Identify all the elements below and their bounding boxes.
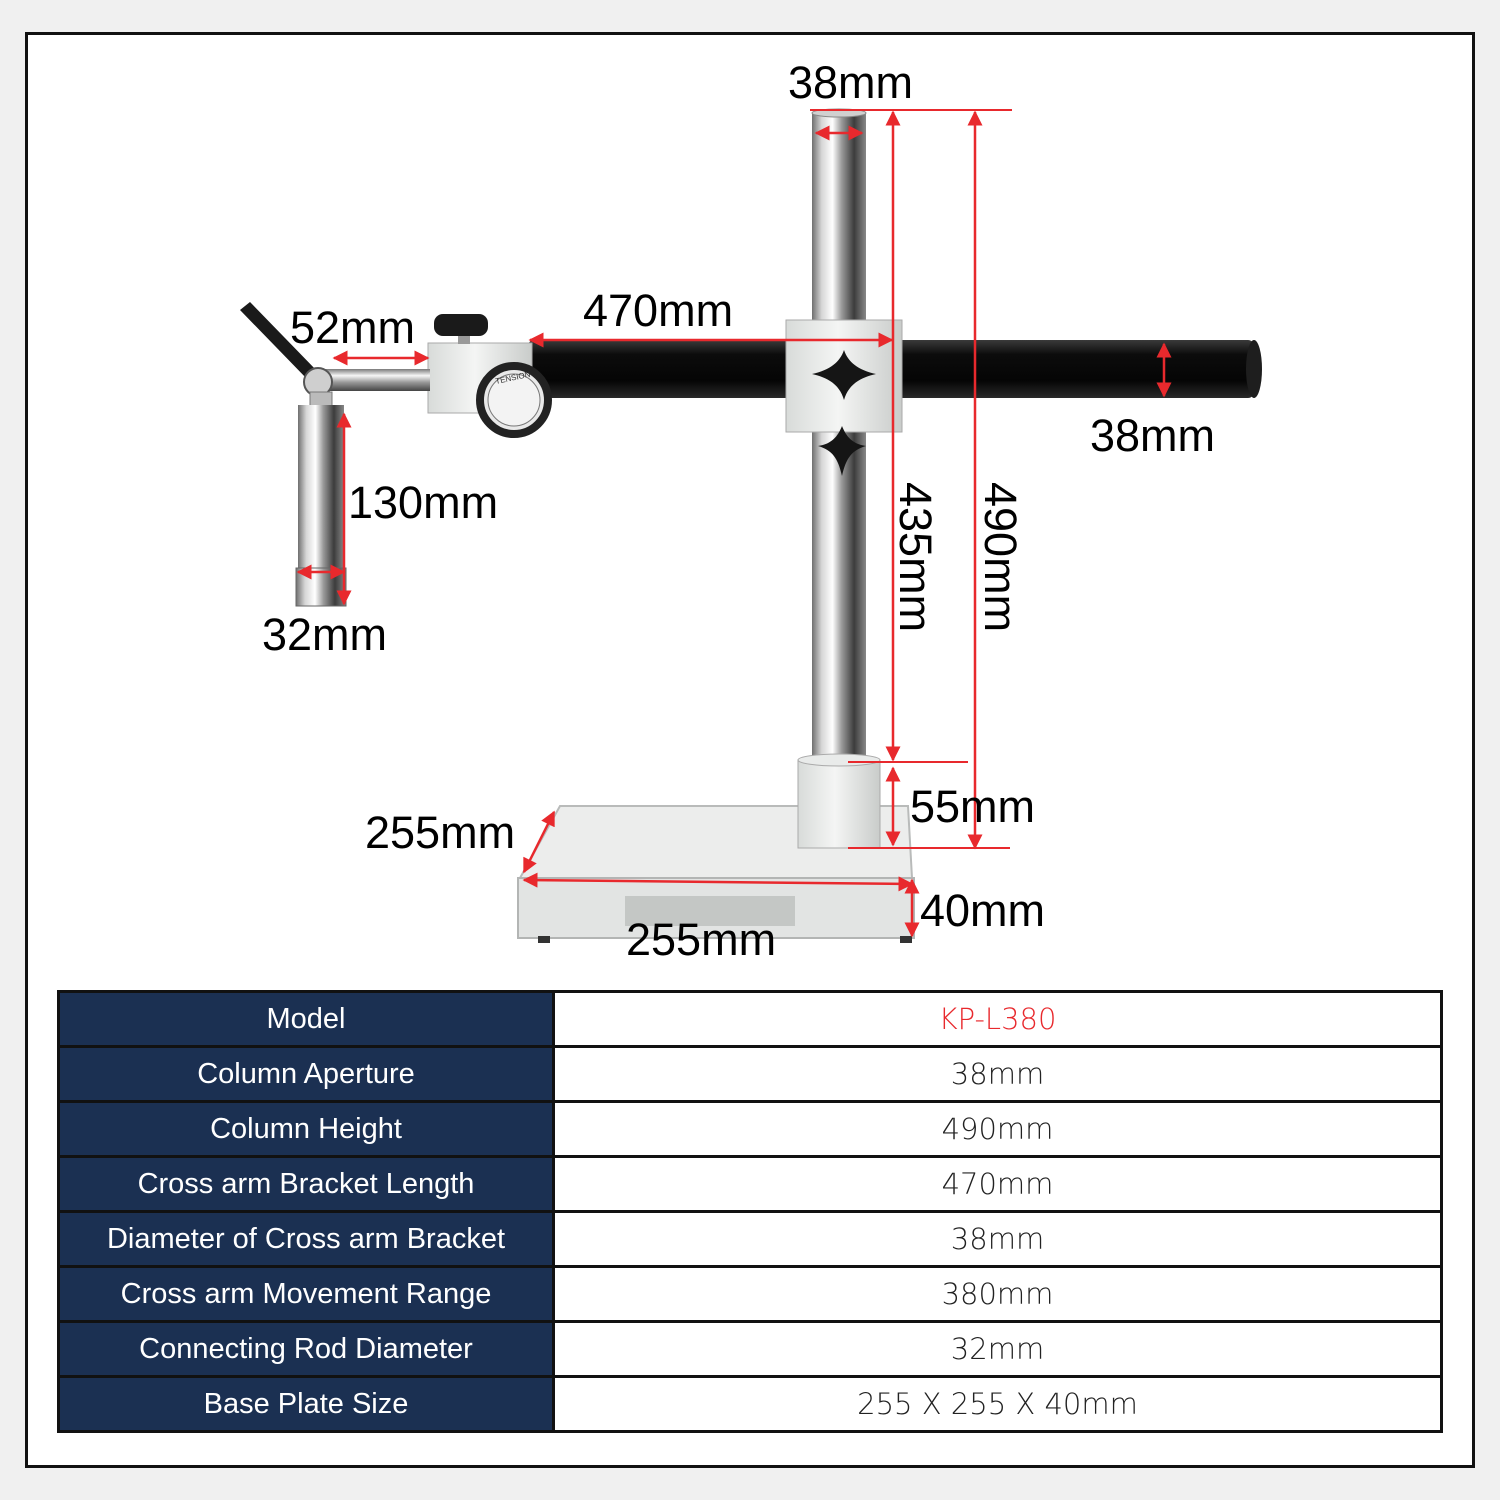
spec-value: KP-L380 bbox=[553, 990, 1442, 1048]
table-row: Model KP-L380 bbox=[58, 990, 1442, 1048]
dim-column-sleeve-height: 55mm bbox=[910, 781, 1035, 832]
spec-label: Cross arm Movement Range bbox=[58, 1265, 555, 1323]
spec-value: 470mm bbox=[553, 1155, 1442, 1213]
spec-value: 490mm bbox=[553, 1100, 1442, 1158]
table-row: Column Height 490mm bbox=[58, 1100, 1442, 1158]
table-row: Connecting Rod Diameter 32mm bbox=[58, 1320, 1442, 1378]
spec-value: 32mm bbox=[553, 1320, 1442, 1378]
dim-base-width: 255mm bbox=[626, 914, 776, 965]
dim-column-total-height: 490mm bbox=[975, 482, 1026, 632]
dim-column-upper-height: 435mm bbox=[890, 482, 941, 632]
spec-value: 255 X 255 X 40mm bbox=[553, 1375, 1442, 1433]
table-row: Cross arm Movement Range 380mm bbox=[58, 1265, 1442, 1323]
table-row: Cross arm Bracket Length 470mm bbox=[58, 1155, 1442, 1213]
dim-column-aperture: 38mm bbox=[788, 57, 913, 108]
dim-base-thickness: 40mm bbox=[920, 885, 1045, 936]
spec-table: Model KP-L380 Column Aperture 38mm Colum… bbox=[57, 990, 1443, 1433]
spec-label: Column Height bbox=[58, 1100, 555, 1158]
stand-diagram: TENSION 38mm 470mm 52mm 38mm 130mm 32mm … bbox=[240, 57, 1262, 965]
table-row: Column Aperture 38mm bbox=[58, 1045, 1442, 1103]
spec-label: Connecting Rod Diameter bbox=[58, 1320, 555, 1378]
dim-cross-arm-length: 470mm bbox=[583, 285, 733, 336]
dim-rod-length: 130mm bbox=[348, 477, 498, 528]
dim-holder-offset: 52mm bbox=[290, 302, 415, 353]
dimension-lines bbox=[296, 109, 1172, 938]
column bbox=[797, 108, 881, 849]
table-row: Base Plate Size 255 X 255 X 40mm bbox=[58, 1375, 1442, 1433]
spec-label: Diameter of Cross arm Bracket bbox=[58, 1210, 555, 1268]
dim-cross-arm-diameter: 38mm bbox=[1090, 410, 1215, 461]
dim-rod-diameter: 32mm bbox=[262, 609, 387, 660]
spec-value: 38mm bbox=[553, 1045, 1442, 1103]
spec-value: 380mm bbox=[553, 1265, 1442, 1323]
column-clamp bbox=[785, 319, 903, 476]
spec-label: Cross arm Bracket Length bbox=[58, 1155, 555, 1213]
table-row: Diameter of Cross arm Bracket 38mm bbox=[58, 1210, 1442, 1268]
spec-label: Model bbox=[58, 990, 555, 1048]
spec-label: Column Aperture bbox=[58, 1045, 555, 1103]
dim-base-depth: 255mm bbox=[365, 807, 515, 858]
spec-value: 38mm bbox=[553, 1210, 1442, 1268]
spec-label: Base Plate Size bbox=[58, 1375, 555, 1433]
holder-block: TENSION bbox=[427, 314, 552, 438]
